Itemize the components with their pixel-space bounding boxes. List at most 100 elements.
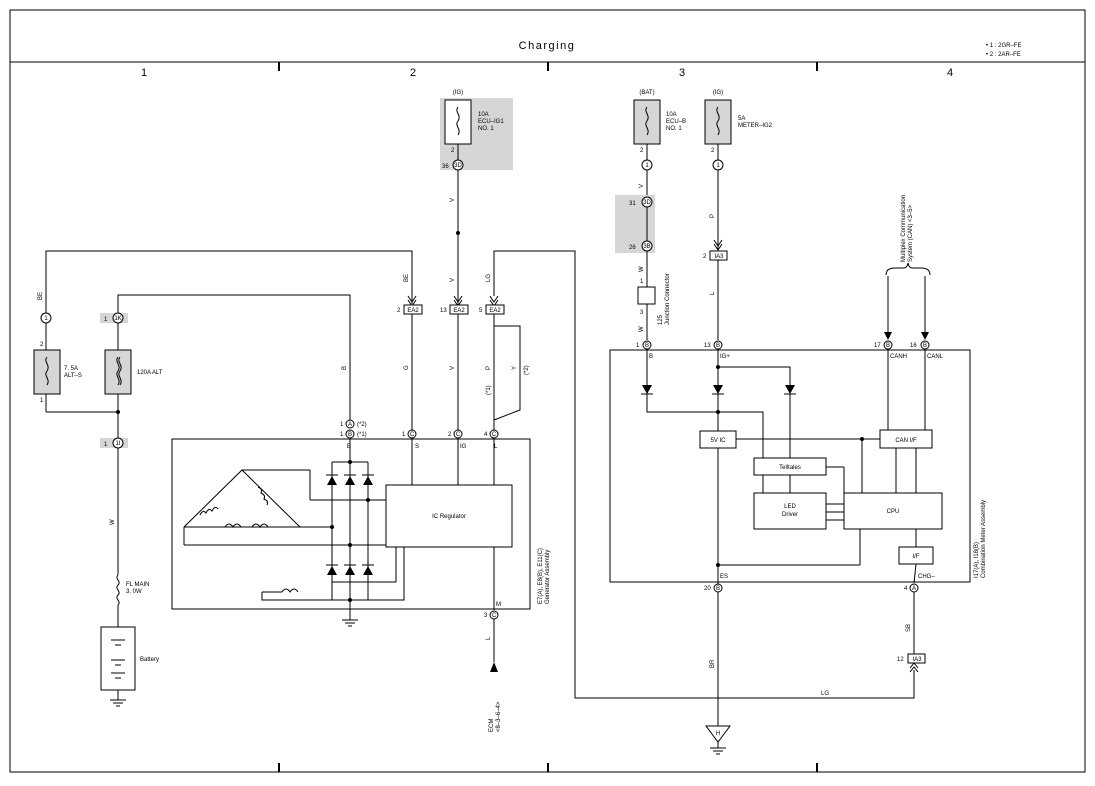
- ea2-connectors: BE EA2 2 EA2 13 EA2 5 LG LG: [397, 250, 915, 699]
- svg-text:1: 1: [104, 442, 108, 448]
- svg-text:Junction Connector: Junction Connector: [665, 273, 671, 325]
- svg-text:13: 13: [440, 308, 447, 314]
- svg-text:2: 2: [40, 342, 44, 348]
- ground-point-h: [705, 725, 731, 743]
- svg-text:1: 1: [104, 317, 108, 323]
- svg-text:1: 1: [640, 279, 644, 285]
- generator-box: [171, 438, 531, 610]
- svg-text:IG: IG: [460, 444, 467, 450]
- svg-text:V: V: [450, 366, 456, 370]
- svg-text:16: 16: [910, 343, 917, 349]
- svg-text:17: 17: [874, 343, 881, 349]
- svg-text:(BAT): (BAT): [639, 90, 654, 96]
- svg-text:P: P: [486, 366, 492, 370]
- svg-text:(*1): (*1): [357, 432, 367, 438]
- svg-text:125: 125: [658, 314, 664, 325]
- svg-text:3D: 3D: [454, 163, 462, 169]
- note-2: • 2 : 2AR–FE: [986, 52, 1021, 58]
- svg-text:W: W: [639, 326, 645, 332]
- svg-text:2: 2: [451, 148, 455, 154]
- combination-meter: B 1 B 13 B 17 B 16 B IG+ CANH CANL ES CH…: [609, 340, 987, 755]
- cpu-block: [843, 492, 943, 530]
- svg-text:B: B: [716, 343, 720, 349]
- svg-text:1: 1: [645, 163, 649, 169]
- svg-text:CANL: CANL: [927, 354, 944, 360]
- svg-text:G: G: [404, 365, 410, 370]
- svg-text:Battery: Battery: [140, 657, 159, 663]
- field-coil-icon: [281, 588, 299, 593]
- svg-text:31: 31: [629, 201, 636, 207]
- svg-text:10A: 10A: [478, 112, 489, 118]
- svg-text:2: 2: [711, 148, 715, 154]
- column-label-3: 3: [679, 67, 685, 79]
- svg-text:(*2): (*2): [524, 365, 530, 375]
- svg-text:2: 2: [703, 254, 707, 260]
- svg-text:2: 2: [397, 308, 401, 314]
- svg-text:26: 26: [629, 245, 636, 251]
- ecu-b-circuit: (BAT) 10A ECU–B NO. 1 2 1 V 31 3D 26 3B …: [615, 90, 686, 340]
- ecu-ig1-circuit: (IG) 10A ECU–IG1 NO. 1 2 36 3D V V: [440, 90, 513, 305]
- svg-text:20: 20: [704, 586, 711, 592]
- junction-connector: [637, 286, 656, 305]
- svg-text:SB: SB: [906, 624, 912, 632]
- svg-text:<8–3–6–4>: <8–3–6–4>: [496, 701, 502, 732]
- svg-text:Generator Assembly: Generator Assembly: [545, 550, 551, 604]
- svg-text:5V IC: 5V IC: [710, 438, 726, 444]
- svg-text:IA3: IA3: [912, 657, 922, 663]
- svg-text:H: H: [716, 731, 720, 737]
- svg-text:V: V: [639, 184, 645, 188]
- svg-text:Combination Meter Assembly: Combination Meter Assembly: [981, 500, 987, 578]
- svg-text:5: 5: [479, 308, 483, 314]
- svg-text:ECU–IG1: ECU–IG1: [478, 119, 504, 125]
- stator-coil-icon: [183, 469, 386, 546]
- svg-text:Driver: Driver: [782, 512, 798, 518]
- svg-text:3: 3: [640, 310, 644, 316]
- svg-text:5A: 5A: [738, 116, 745, 122]
- svg-text:(*1): (*1): [486, 385, 492, 395]
- battery: [100, 626, 136, 691]
- meter-ig2-circuit: (IG) 5A METER–IG2 2 1 P IA3 2 L: [703, 90, 773, 340]
- ecu-ig1-fuse: [444, 99, 472, 145]
- diagram-title: Charging: [519, 40, 576, 52]
- svg-text:EA2: EA2: [407, 308, 419, 314]
- svg-text:(IG): (IG): [453, 90, 463, 96]
- svg-text:CHG–: CHG–: [918, 574, 935, 580]
- meter-box: [609, 349, 971, 583]
- svg-text:W: W: [639, 266, 645, 272]
- ground-icon: [110, 699, 126, 707]
- svg-text:CANH: CANH: [890, 354, 907, 360]
- gen-connector-a: [345, 419, 355, 429]
- svg-text:System (CAN) <3–5>: System (CAN) <3–5>: [908, 204, 914, 262]
- note-1: • 1 : 2GR–FE: [986, 43, 1021, 49]
- svg-text:W: W: [110, 519, 116, 525]
- svg-text:4: 4: [904, 586, 908, 592]
- svg-text:METER–IG2: METER–IG2: [738, 123, 773, 129]
- svg-text:3: 3: [484, 613, 488, 619]
- column-ticks: [278, 62, 818, 772]
- svg-text:4: 4: [484, 432, 488, 438]
- column-label-2: 2: [410, 67, 416, 79]
- svg-text:P: P: [710, 214, 716, 218]
- column-label-1: 1: [141, 67, 147, 79]
- svg-text:V: V: [450, 198, 456, 202]
- svg-text:M: M: [496, 602, 501, 608]
- svg-text:(IG): (IG): [713, 90, 723, 96]
- svg-text:FL MAIN: FL MAIN: [126, 582, 149, 588]
- svg-text:NO. 1: NO. 1: [478, 126, 494, 132]
- svg-text:V: V: [450, 278, 456, 282]
- svg-text:CAN I/F: CAN I/F: [895, 438, 917, 444]
- svg-text:A: A: [912, 586, 916, 592]
- svg-text:3D: 3D: [643, 200, 651, 206]
- svg-text:NO. 1: NO. 1: [666, 126, 682, 132]
- svg-text:Y: Y: [512, 366, 518, 370]
- svg-text:CPU: CPU: [887, 509, 900, 515]
- svg-text:2: 2: [640, 148, 644, 154]
- svg-text:1: 1: [402, 432, 406, 438]
- svg-text:C: C: [492, 432, 497, 438]
- ic-regulator: [385, 484, 513, 548]
- fuse-element-icon: [45, 356, 49, 386]
- svg-text:1: 1: [716, 163, 720, 169]
- generator-assembly: B A B 1 1 (*2) (*1) B S IG L M C 1 G C 2…: [171, 314, 551, 732]
